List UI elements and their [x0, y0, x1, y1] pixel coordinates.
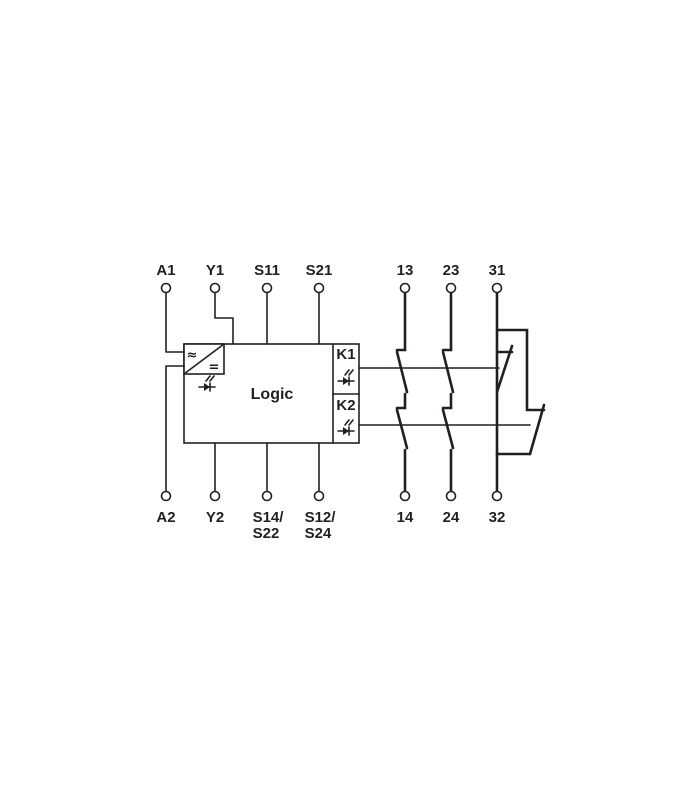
- terminal-s11[interactable]: [261, 282, 273, 294]
- label-s12: S12/: [305, 509, 337, 526]
- power-led-icon: [198, 375, 216, 392]
- terminal-s12-s24[interactable]: [313, 490, 325, 502]
- label-s21: S21: [306, 262, 333, 279]
- k2-led-icon: [337, 419, 355, 436]
- terminal-a1[interactable]: [160, 282, 172, 294]
- a2-wire: [165, 365, 185, 492]
- label-s22: S22: [253, 525, 280, 542]
- relay-k1-label: K1: [336, 346, 355, 363]
- label-a1: A1: [156, 262, 175, 279]
- label-y2: Y2: [206, 509, 224, 526]
- contact-23-24: [441, 291, 455, 493]
- converter-diagonal: [183, 343, 225, 375]
- label-s11: S11: [254, 262, 280, 279]
- contact-31-32: [495, 291, 546, 493]
- terminal-s21[interactable]: [313, 282, 325, 294]
- terminal-31[interactable]: [491, 282, 503, 294]
- label-a2: A2: [156, 509, 175, 526]
- a1-wire: [165, 292, 185, 353]
- terminal-y1[interactable]: [209, 282, 221, 294]
- terminal-circles-bottom: [160, 490, 503, 502]
- relay-k2-label: K2: [336, 397, 355, 414]
- y1-wire: [214, 292, 234, 345]
- label-s24: S24: [305, 525, 332, 542]
- terminal-y2[interactable]: [209, 490, 221, 502]
- terminal-s14-s22[interactable]: [261, 490, 273, 502]
- contact-13-14: [395, 291, 409, 493]
- label-31: 31: [489, 262, 506, 279]
- label-14: 14: [397, 509, 414, 526]
- label-32: 32: [489, 509, 506, 526]
- converter-ac-symbol: ≈: [187, 348, 198, 363]
- label-s14: S14/: [253, 509, 285, 526]
- terminal-a2[interactable]: [160, 490, 172, 502]
- label-24: 24: [443, 509, 460, 526]
- terminal-32[interactable]: [491, 490, 503, 502]
- terminal-14[interactable]: [399, 490, 411, 502]
- converter-dc-symbol: =: [209, 360, 220, 375]
- label-y1: Y1: [206, 262, 224, 279]
- label-13: 13: [397, 262, 414, 279]
- terminal-24[interactable]: [445, 490, 457, 502]
- terminal-circles-top: [160, 282, 503, 294]
- terminal-13[interactable]: [399, 282, 411, 294]
- k1-led-icon: [337, 369, 355, 386]
- terminal-23[interactable]: [445, 282, 457, 294]
- label-23: 23: [443, 262, 460, 279]
- logic-label: Logic: [251, 386, 294, 403]
